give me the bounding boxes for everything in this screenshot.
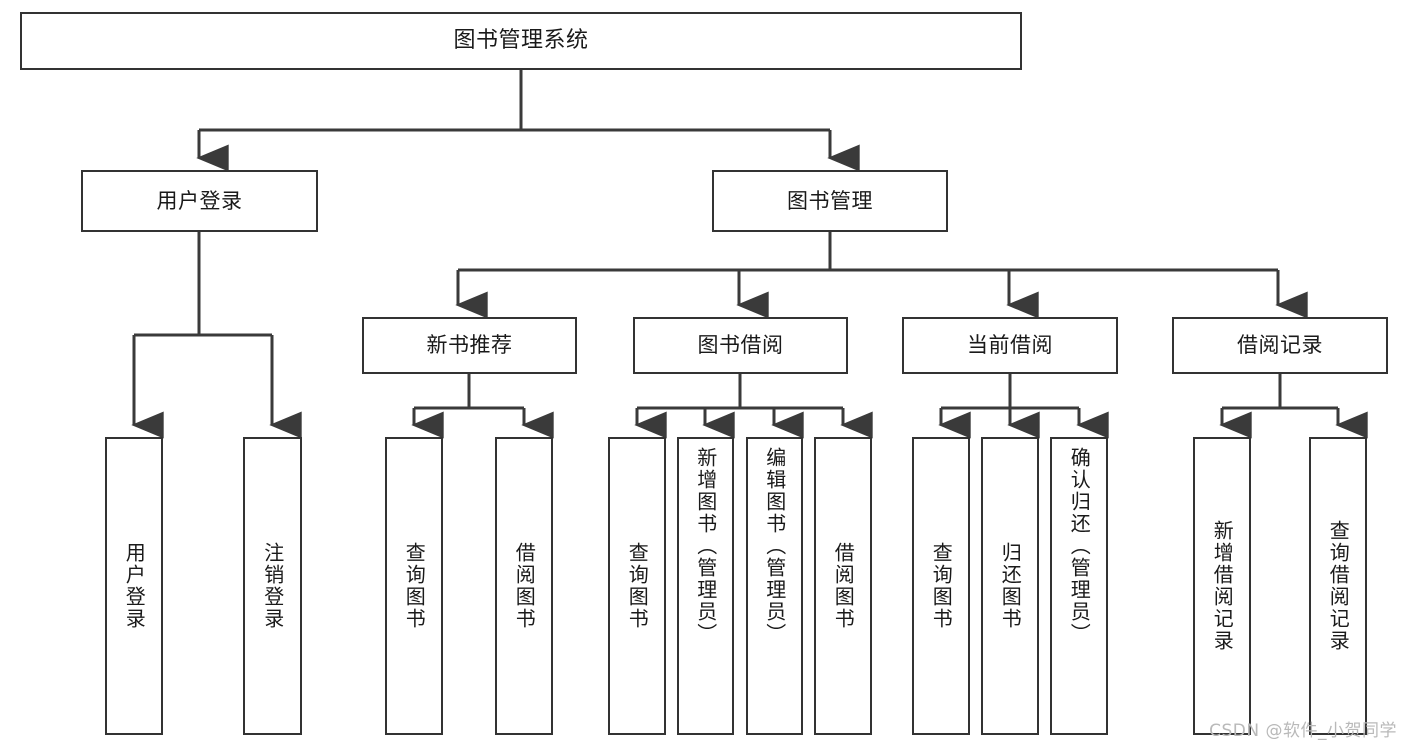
leaf-current-borrow-confirm-return-admin[interactable]: 确认归还（管理员） (1050, 437, 1108, 735)
node-label: 图书管理 (787, 188, 873, 213)
node-label: 借阅图书 (512, 542, 537, 630)
node-label: 查询借阅记录 (1326, 520, 1351, 652)
node-user-login[interactable]: 用户登录 (81, 170, 318, 232)
leaf-borrow-record-query-record[interactable]: 查询借阅记录 (1309, 437, 1367, 735)
node-book-borrow[interactable]: 图书借阅 (633, 317, 848, 374)
leaf-current-borrow-return-book[interactable]: 归还图书 (981, 437, 1039, 735)
node-label: 新书推荐 (426, 333, 513, 357)
node-label: 归还图书 (998, 542, 1023, 630)
node-label: 图书管理系统 (453, 28, 589, 53)
leaf-book-borrow-borrow-book[interactable]: 借阅图书 (814, 437, 872, 735)
leaf-new-book-query-book[interactable]: 查询图书 (385, 437, 443, 735)
node-label: 查询图书 (625, 542, 650, 630)
node-label: 借阅图书 (831, 542, 856, 630)
node-label: 确认归还（管理员） (1067, 447, 1092, 645)
leaf-current-borrow-query-book[interactable]: 查询图书 (912, 437, 970, 735)
node-label: 图书借阅 (697, 333, 784, 357)
leaf-user-login-logout[interactable]: 注销登录 (243, 437, 302, 735)
node-label: 编辑图书（管理员） (762, 447, 787, 645)
node-label: 用户登录 (122, 542, 147, 630)
node-new-book-recommend[interactable]: 新书推荐 (362, 317, 577, 374)
leaf-new-book-borrow-book[interactable]: 借阅图书 (495, 437, 553, 735)
node-root-book-management-system[interactable]: 图书管理系统 (20, 12, 1022, 70)
node-label: 查询图书 (929, 542, 954, 630)
node-label: 新增图书（管理员） (693, 447, 718, 645)
leaf-borrow-record-add-record[interactable]: 新增借阅记录 (1193, 437, 1251, 735)
node-borrow-record[interactable]: 借阅记录 (1172, 317, 1388, 374)
leaf-book-borrow-add-book-admin[interactable]: 新增图书（管理员） (677, 437, 734, 735)
leaf-user-login-login[interactable]: 用户登录 (105, 437, 163, 735)
node-label: 注销登录 (260, 542, 285, 630)
node-label: 借阅记录 (1237, 333, 1323, 357)
node-label: 当前借阅 (967, 333, 1053, 357)
node-label: 新增借阅记录 (1210, 520, 1235, 652)
node-label: 用户登录 (156, 188, 243, 213)
leaf-book-borrow-query-book[interactable]: 查询图书 (608, 437, 666, 735)
leaf-book-borrow-edit-book-admin[interactable]: 编辑图书（管理员） (746, 437, 803, 735)
node-label: 查询图书 (402, 542, 427, 630)
node-current-borrow[interactable]: 当前借阅 (902, 317, 1118, 374)
csdn-watermark: CSDN @软件_小贺同学 (1209, 721, 1397, 741)
node-book-management[interactable]: 图书管理 (712, 170, 948, 232)
